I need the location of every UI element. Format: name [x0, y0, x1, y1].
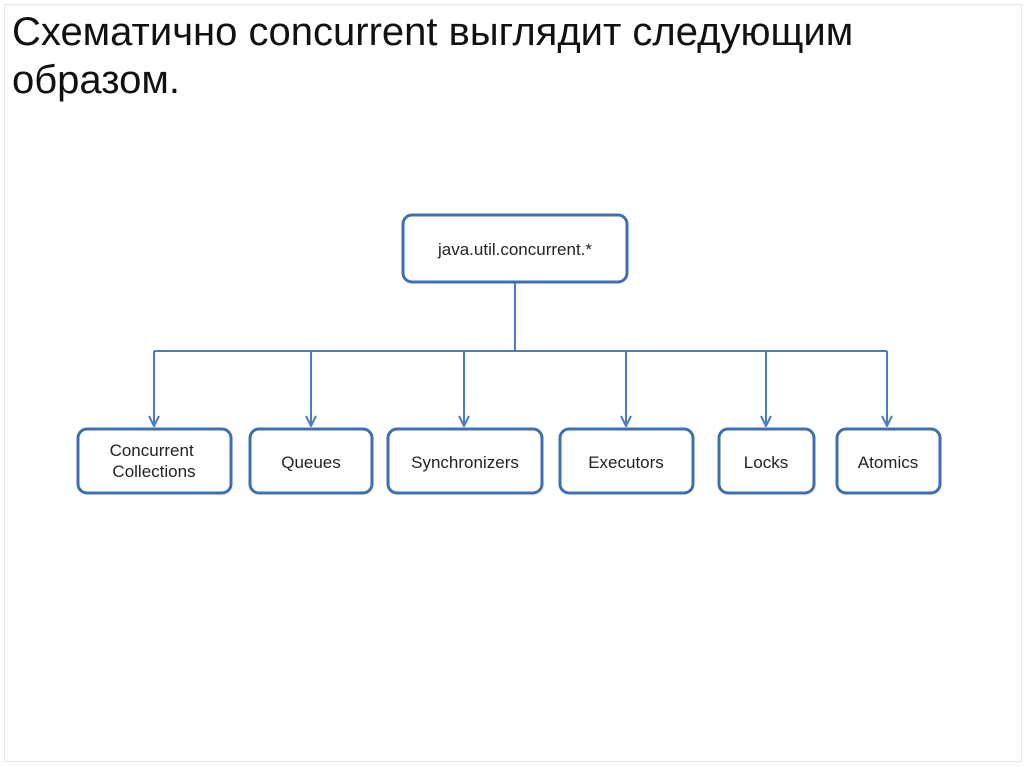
node-atomics-label: Atomics: [858, 453, 918, 472]
node-concurrent-collections: Concurrent Collections: [76, 427, 233, 495]
node-locks: Locks: [717, 427, 816, 495]
node-synchronizers-label: Synchronizers: [411, 453, 519, 472]
root-node-java-util-concurrent: java.util.concurrent.*: [401, 213, 629, 284]
node-queues-label: Queues: [281, 453, 341, 472]
root-node-label: java.util.concurrent.*: [437, 240, 592, 259]
node-concurrent-collections-label: Concurrent Collections: [110, 441, 199, 481]
node-executors-label: Executors: [588, 453, 664, 472]
slide-title: Схематично concurrent выглядит следующим…: [12, 10, 854, 102]
slide: [4, 4, 1022, 762]
node-queues: Queues: [248, 427, 374, 495]
node-executors: Executors: [558, 427, 695, 495]
node-locks-label: Locks: [744, 453, 788, 472]
connectors: [154, 282, 887, 426]
node-atomics: Atomics: [835, 427, 942, 495]
node-synchronizers: Synchronizers: [386, 427, 544, 495]
